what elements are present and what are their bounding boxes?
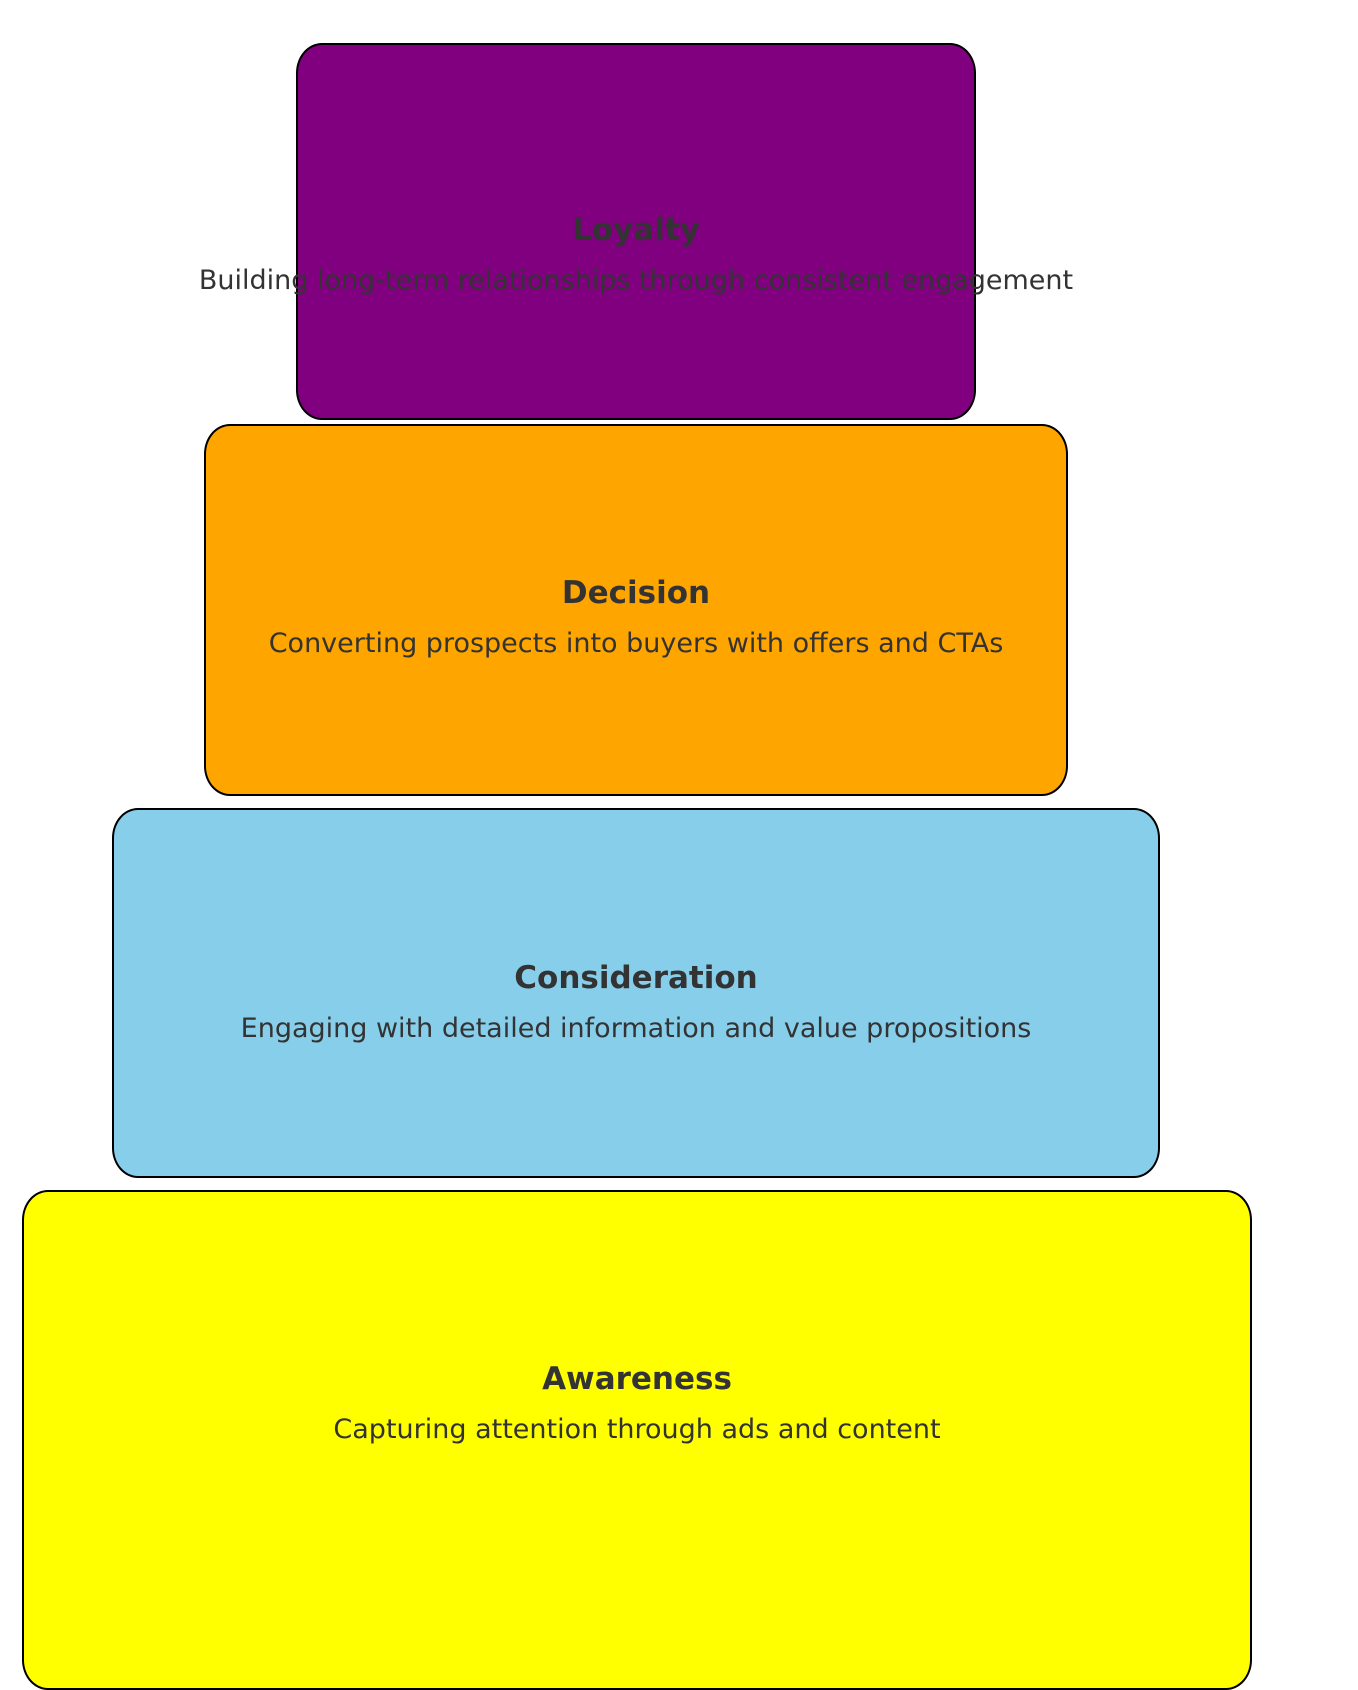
- funnel-stage-loyalty[interactable]: Loyalty Building long-term relationships…: [199, 43, 1073, 420]
- funnel-stage-consideration-shape: [112, 808, 1160, 1178]
- funnel-stage-awareness-shape: [22, 1190, 1252, 1690]
- funnel-stage-decision[interactable]: Decision Converting prospects into buyer…: [204, 424, 1068, 796]
- funnel-stage-consideration[interactable]: Consideration Engaging with detailed inf…: [112, 808, 1160, 1178]
- funnel-stage-decision-shape: [204, 424, 1068, 796]
- funnel-stage-awareness[interactable]: Awareness Capturing attention through ad…: [22, 1190, 1252, 1690]
- funnel-stage-loyalty-shape: [296, 43, 976, 420]
